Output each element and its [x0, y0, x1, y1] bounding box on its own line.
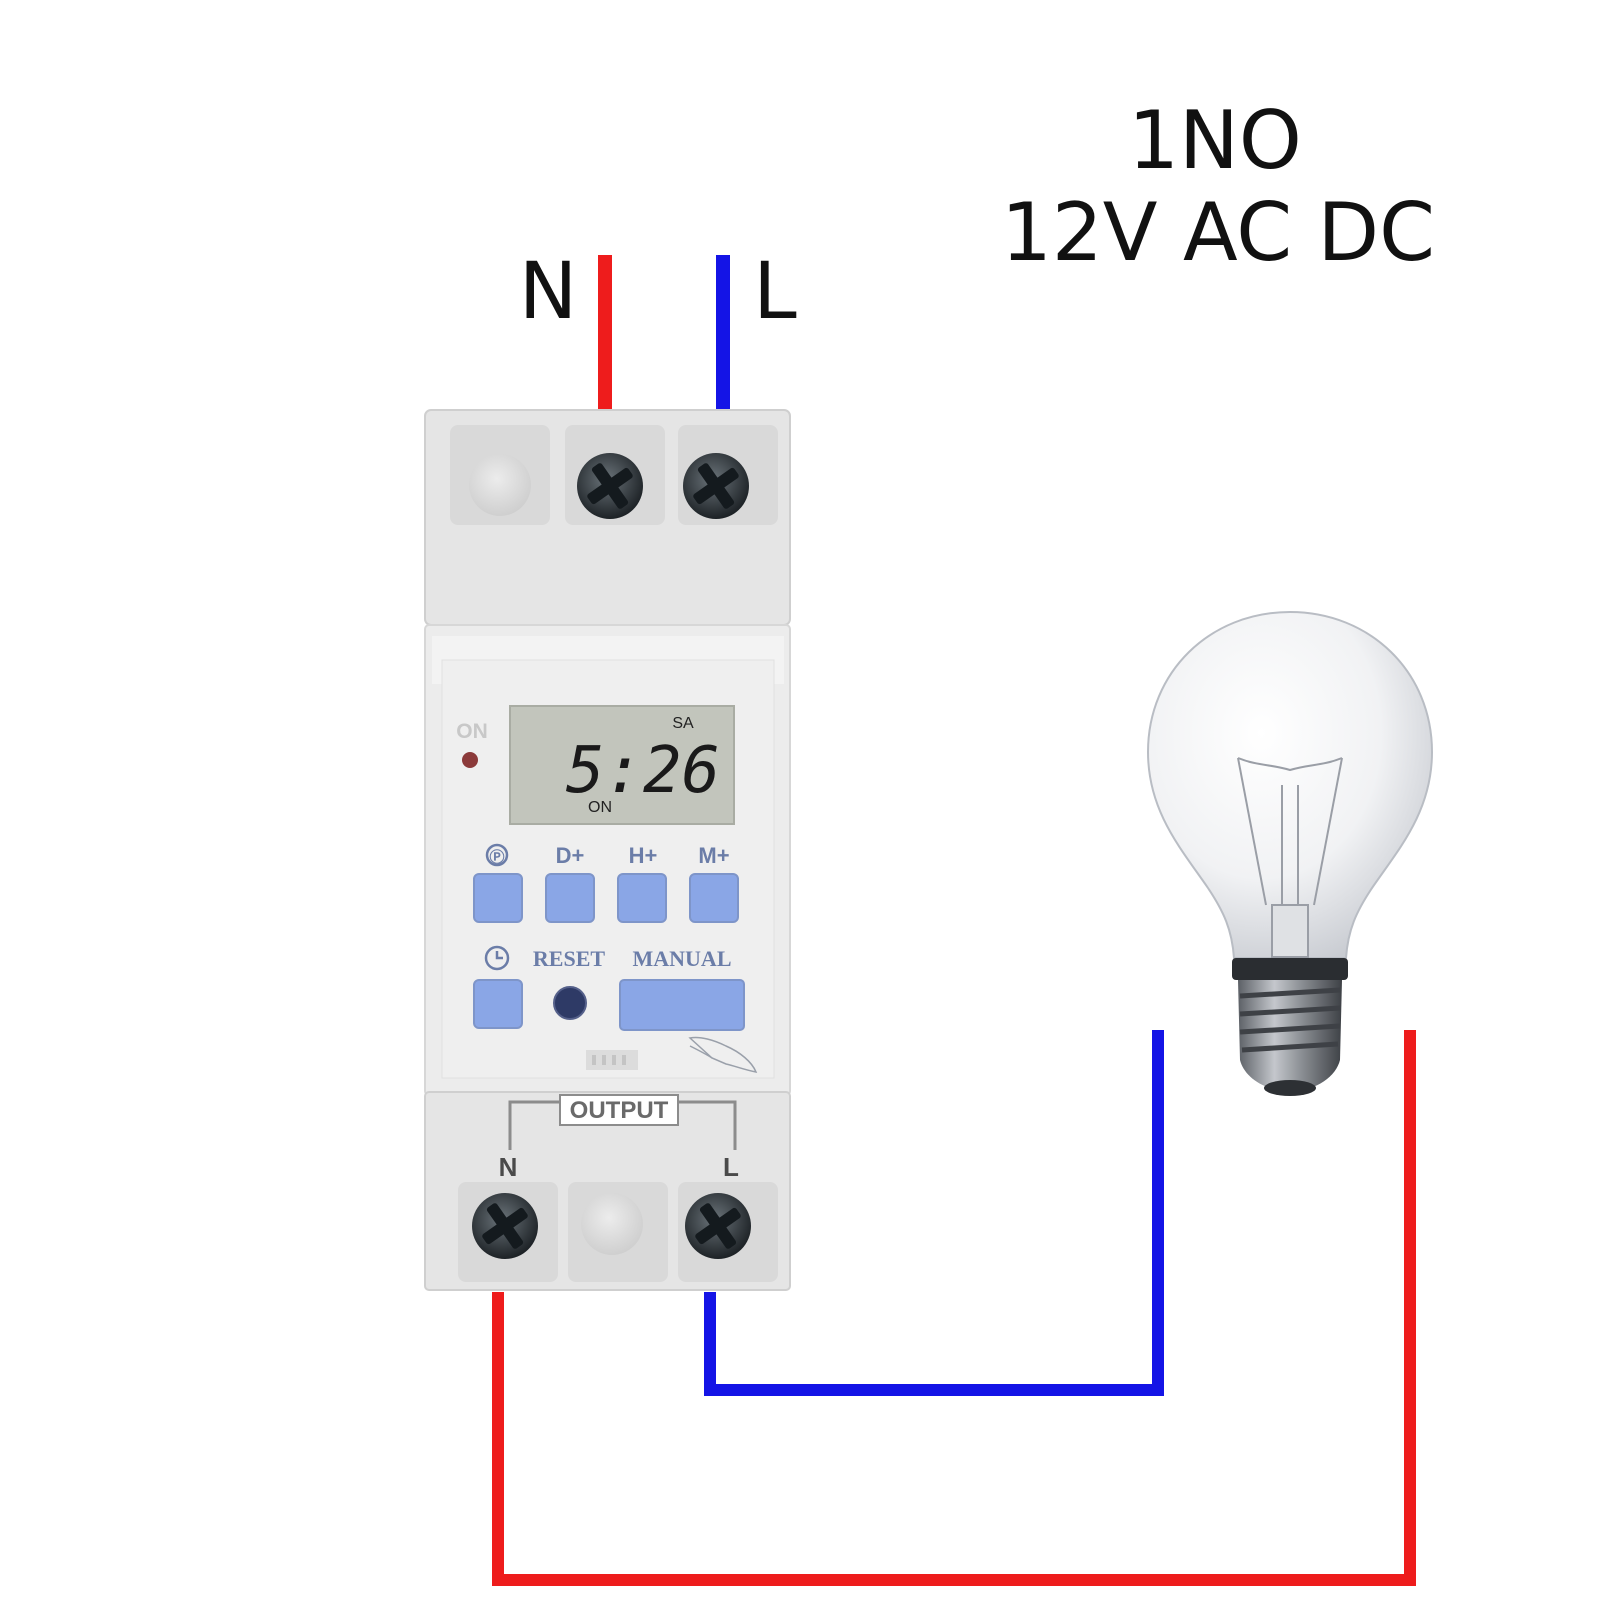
button-labels-row1: Ⓟ D+ H+ M+ [485, 843, 730, 868]
voltage-text: 12V AC DC [1001, 186, 1435, 279]
empty-terminal-hole [469, 454, 531, 516]
input-n-label: N [519, 247, 577, 337]
output-wires [492, 1030, 1416, 1586]
timer-device: ON SA 5:26 ON Ⓟ D+ H+ M+ RESET MANUAL [424, 409, 791, 1291]
bulb-collar [1232, 958, 1348, 980]
manual-label: MANUAL [633, 946, 732, 971]
hour-plus-label: H+ [629, 843, 658, 868]
lcd-time: 5:26 [566, 734, 720, 808]
input-wires: N L [519, 247, 797, 410]
clock-button[interactable] [473, 979, 523, 1029]
input-neutral-wire [598, 255, 612, 410]
program-button[interactable] [473, 873, 523, 923]
output-label-box [559, 1094, 679, 1126]
minute-plus-label: M+ [698, 843, 729, 868]
clock-icon [484, 945, 510, 971]
screw-terminal-icon[interactable] [685, 1193, 751, 1259]
power-led [462, 752, 478, 768]
latch-grip [622, 1055, 626, 1065]
reset-label: RESET [533, 946, 605, 971]
screw-terminal-icon[interactable] [472, 1193, 538, 1259]
neutral-loop-wire [492, 1030, 1416, 1586]
input-l-label: L [753, 247, 797, 337]
day-plus-label: D+ [556, 843, 585, 868]
minute-plus-button[interactable] [689, 873, 739, 923]
svg-text:Ⓟ: Ⓟ [489, 848, 504, 866]
screw-terminal-icon[interactable] [577, 453, 643, 519]
reset-button[interactable] [553, 986, 587, 1020]
spec-block: 1NO 12V AC DC [1001, 94, 1435, 279]
led-label: ON [456, 720, 488, 743]
output-n-label: N [499, 1152, 518, 1182]
live-loop-wire [704, 1030, 1164, 1396]
output-bracket-left [508, 1100, 560, 1150]
input-live-wire [716, 255, 730, 410]
output-label: OUTPUT [570, 1097, 669, 1124]
contact-type-text: 1NO [1128, 94, 1302, 187]
output-bracket-right [678, 1100, 737, 1150]
hour-plus-button[interactable] [617, 873, 667, 923]
manual-button[interactable] [619, 979, 745, 1031]
screw-terminal-icon[interactable] [683, 453, 749, 519]
lcd-status: ON [588, 799, 612, 816]
bulb-filament [1237, 757, 1343, 958]
day-plus-button[interactable] [545, 873, 595, 923]
empty-terminal-hole [581, 1193, 643, 1255]
latch-grip [592, 1055, 596, 1065]
lightbulb-icon [1146, 610, 1434, 1096]
latch-grip [602, 1055, 606, 1065]
bulb-contact [1264, 1080, 1316, 1096]
bulb-thread [1239, 987, 1341, 1053]
program-label-icon: Ⓟ [485, 843, 509, 867]
hand-pointer-icon [688, 1036, 758, 1073]
output-l-label: L [723, 1152, 739, 1182]
lcd-screen [509, 705, 735, 825]
latch-grip [612, 1055, 616, 1065]
lcd-day: SA [672, 715, 694, 732]
